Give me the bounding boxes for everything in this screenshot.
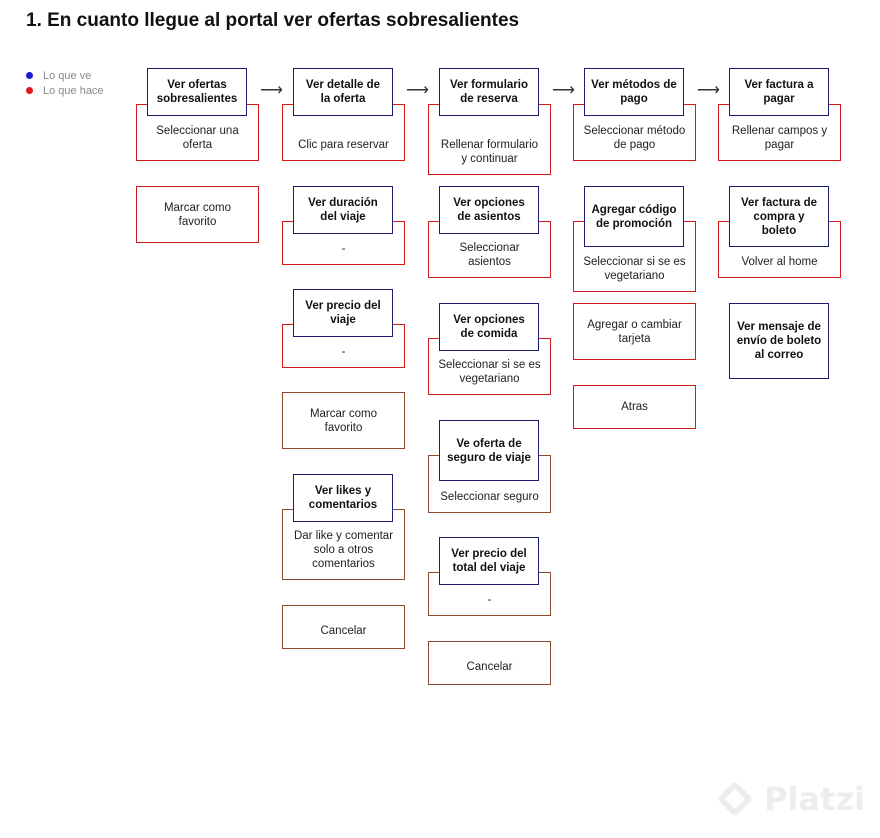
action-box: Atras <box>573 385 696 429</box>
legend-label-does: Lo que hace <box>43 84 104 97</box>
arrow-right-icon: ⟶ <box>697 82 720 99</box>
view-box: Ver precio del viaje <box>293 289 393 337</box>
action-box: Cancelar <box>428 641 551 685</box>
view-box: Ver opciones de asientos <box>439 186 539 234</box>
legend-label-sees: Lo que ve <box>43 69 92 82</box>
action-box: Marcar como favorito <box>282 392 405 449</box>
platzi-logo-text: Platzi <box>764 780 865 818</box>
view-box: Ver detalle de la oferta <box>293 68 393 116</box>
view-box: Ve oferta de seguro de viaje <box>439 420 539 481</box>
view-box: Ver opciones de comida <box>439 303 539 351</box>
legend: Lo que ve Lo que hace <box>26 68 104 98</box>
red-dot-icon <box>26 87 33 94</box>
view-box: Ver precio del total del viaje <box>439 537 539 585</box>
action-box: Agregar o cambiar tarjeta <box>573 303 696 360</box>
action-box: Cancelar <box>282 605 405 649</box>
view-box: Ver ofertas sobresalientes <box>147 68 247 116</box>
view-box: Agregar código de promoción <box>584 186 684 247</box>
view-box: Ver factura de compra y boleto <box>729 186 829 247</box>
arrow-right-icon: ⟶ <box>552 82 575 99</box>
view-box: Ver duración del viaje <box>293 186 393 234</box>
view-box: Ver mensaje de envío de boleto al correo <box>729 303 829 379</box>
arrow-right-icon: ⟶ <box>406 82 429 99</box>
page-title: 1. En cuanto llegue al portal ver oferta… <box>26 10 520 31</box>
action-box: Marcar como favorito <box>136 186 259 243</box>
view-box: Ver factura a pagar <box>729 68 829 116</box>
legend-item-sees: Lo que ve <box>26 68 104 83</box>
platzi-logo: Platzi <box>716 780 865 818</box>
arrow-right-icon: ⟶ <box>260 82 283 99</box>
view-box: Ver likes y comentarios <box>293 474 393 522</box>
legend-item-does: Lo que hace <box>26 83 104 98</box>
view-box: Ver métodos de pago <box>584 68 684 116</box>
blue-dot-icon <box>26 72 33 79</box>
platzi-logo-icon <box>716 780 754 818</box>
view-box: Ver formulario de reserva <box>439 68 539 116</box>
